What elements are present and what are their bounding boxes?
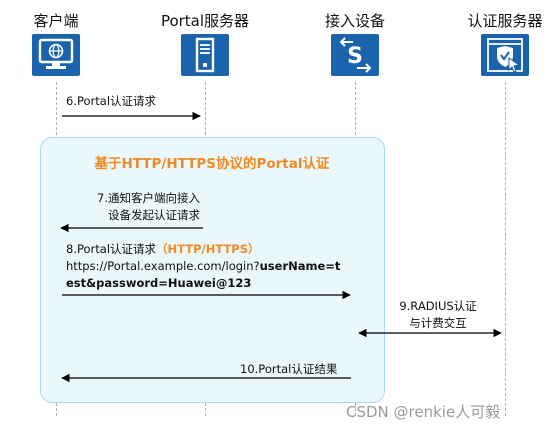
message-6-label: 6.Portal认证请求 [66, 94, 157, 108]
access-device-header: 接入设备 [324, 12, 385, 30]
message-7-label: 7.通知客户端向接入 设备发起认证请求 [66, 190, 200, 224]
message-9-label: 9.RADIUS认证 与计费交互 [382, 298, 494, 332]
auth-server-header: 认证服务器 [467, 12, 543, 30]
message-9-line2: 与计费交互 [409, 316, 467, 330]
access-switch-icon: S [331, 34, 379, 76]
client-computer-icon [32, 34, 80, 76]
message-9-line1: 9.RADIUS认证 [399, 299, 477, 313]
message-7-line2: 设备发起认证请求 [108, 208, 200, 222]
message-8-protocol: （HTTP/HTTPS） [156, 242, 260, 256]
message-7-line1: 7.通知客户端向接入 [97, 191, 200, 205]
message-8-prefix: 8.Portal认证请求 [66, 242, 157, 256]
auth-server-lifeline [505, 82, 506, 416]
client-header: 客户端 [33, 12, 79, 30]
http-portal-auth-panel [40, 137, 385, 403]
message-8-password: est&password=Huawei@123 [66, 276, 252, 290]
portal-server-header: Portal服务器 [160, 12, 250, 30]
portal-server-icon [181, 34, 229, 76]
svg-text:S: S [347, 44, 363, 69]
auth-server-shield-icon [481, 34, 529, 76]
watermark: CSDN @renkie人可毅 [346, 403, 501, 421]
message-8-label: 8.Portal认证请求（HTTP/HTTPS） https://Portal.… [66, 241, 340, 292]
message-8-username: userName=t [259, 259, 341, 273]
message-10-label: 10.Portal认证结果 [240, 362, 338, 376]
message-8-url: https://Portal.example.com/login? [66, 259, 260, 273]
section-title: 基于HTTP/HTTPS协议的Portal认证 [94, 156, 330, 172]
